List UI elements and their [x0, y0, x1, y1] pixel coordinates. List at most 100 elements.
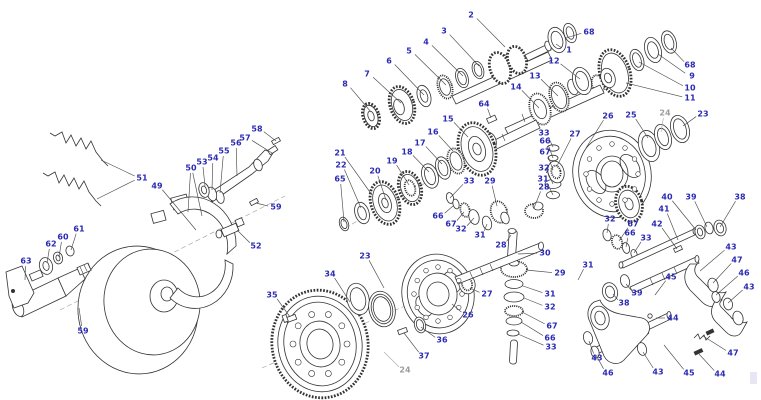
leader-line — [521, 311, 545, 325]
part-callout: 67 — [445, 220, 456, 229]
part-callout: 60 — [57, 233, 69, 242]
return-spring — [49, 131, 109, 167]
leader-line — [368, 260, 385, 289]
part-callout: 17 — [414, 139, 425, 148]
bolt-hole — [583, 171, 589, 177]
leader-line — [694, 201, 708, 228]
leader-line — [263, 131, 277, 142]
leader-line — [483, 223, 488, 231]
bolt-hole — [635, 171, 641, 177]
bolt-hole — [414, 277, 420, 284]
part-callout: 32 — [544, 303, 555, 312]
part-callout: 67 — [546, 322, 557, 331]
leader-line — [491, 185, 498, 207]
detent-ball — [647, 313, 653, 319]
bolt-hole — [456, 304, 462, 311]
part-callout: 33 — [538, 129, 549, 138]
bolt-hole — [294, 358, 302, 366]
key — [486, 114, 498, 124]
brake-shoe — [169, 196, 237, 256]
leader-line — [654, 280, 666, 296]
washer — [602, 228, 612, 242]
part-callout: 68 — [684, 61, 696, 70]
leader-line — [548, 145, 554, 159]
leader-line — [560, 63, 581, 80]
leader-line — [414, 54, 447, 86]
part-callout: 20 — [369, 167, 381, 176]
bolt-hole — [447, 314, 453, 320]
thrust-gear — [610, 234, 624, 250]
leader-line — [533, 191, 541, 209]
part-callout: 63 — [20, 257, 31, 266]
part-callout: 26 — [462, 311, 474, 320]
leader-line — [595, 354, 604, 369]
part-callout: 31 — [544, 290, 556, 299]
leader-line — [638, 61, 684, 87]
part-callout: 11 — [684, 94, 696, 103]
part-callout: 16 — [427, 128, 439, 137]
pin — [248, 197, 260, 207]
part-callout: 33 — [463, 177, 474, 186]
part-callout: 33 — [640, 234, 651, 243]
part-callout: 65 — [334, 175, 346, 184]
part-callout: 5 — [406, 47, 412, 56]
part-callout: 59 — [77, 327, 89, 336]
bolt-hole — [414, 304, 420, 311]
part-callout: 45 — [683, 369, 695, 378]
leader-line — [394, 64, 425, 96]
leader-line — [58, 241, 62, 258]
bolt-hole — [435, 318, 441, 324]
leader-line — [403, 332, 420, 353]
part-callout: 3 — [441, 27, 447, 36]
leader-line — [670, 47, 685, 62]
bolt-hole — [338, 358, 346, 366]
leader-line — [449, 34, 480, 67]
part-callout: 38 — [734, 193, 746, 202]
leader-line — [522, 285, 543, 293]
pin — [672, 244, 684, 254]
leader-line — [425, 146, 443, 165]
leader-line — [469, 287, 480, 293]
part-callout: 10 — [684, 84, 696, 93]
washer — [198, 182, 210, 198]
input-shaft-assembly — [360, 22, 677, 131]
leader-line — [625, 82, 683, 98]
bolt-hole — [631, 186, 638, 192]
bolt-hole — [459, 291, 465, 297]
ring — [582, 331, 594, 345]
bolt-hole — [447, 268, 453, 274]
bracket — [5, 265, 35, 309]
leader-line — [517, 333, 544, 346]
part-callout: 23 — [697, 110, 708, 119]
ring — [619, 274, 631, 288]
detent-spring — [693, 333, 711, 341]
leader-line — [396, 164, 410, 186]
nut — [65, 245, 75, 257]
pin — [693, 348, 704, 356]
bolt-hole — [325, 370, 332, 377]
callout-labels: 2345678681689101112131464151617181920212… — [20, 11, 754, 379]
part-callout: 39 — [631, 289, 643, 298]
bolt-hole — [435, 264, 441, 270]
leader-line — [46, 248, 50, 264]
leader-line — [666, 213, 679, 241]
leader-line — [334, 277, 351, 303]
leader-line — [672, 200, 697, 231]
part-callout: 62 — [45, 240, 56, 249]
bolt-hole — [411, 291, 417, 297]
part-callout: 46 — [738, 269, 750, 278]
part-callout: 9 — [689, 72, 695, 81]
leader-line — [451, 303, 462, 313]
part-callout: 1 — [566, 46, 572, 55]
leader-line — [78, 307, 82, 327]
differential-assembly — [445, 114, 727, 365]
leader-line — [618, 227, 629, 242]
part-callout: 24 — [659, 109, 671, 118]
part-callout: 49 — [151, 182, 163, 191]
bolt-hole — [609, 201, 615, 207]
leader-line — [565, 32, 582, 39]
ring — [704, 221, 714, 235]
part-callout: 26 — [602, 112, 614, 121]
leader-line — [456, 211, 465, 221]
